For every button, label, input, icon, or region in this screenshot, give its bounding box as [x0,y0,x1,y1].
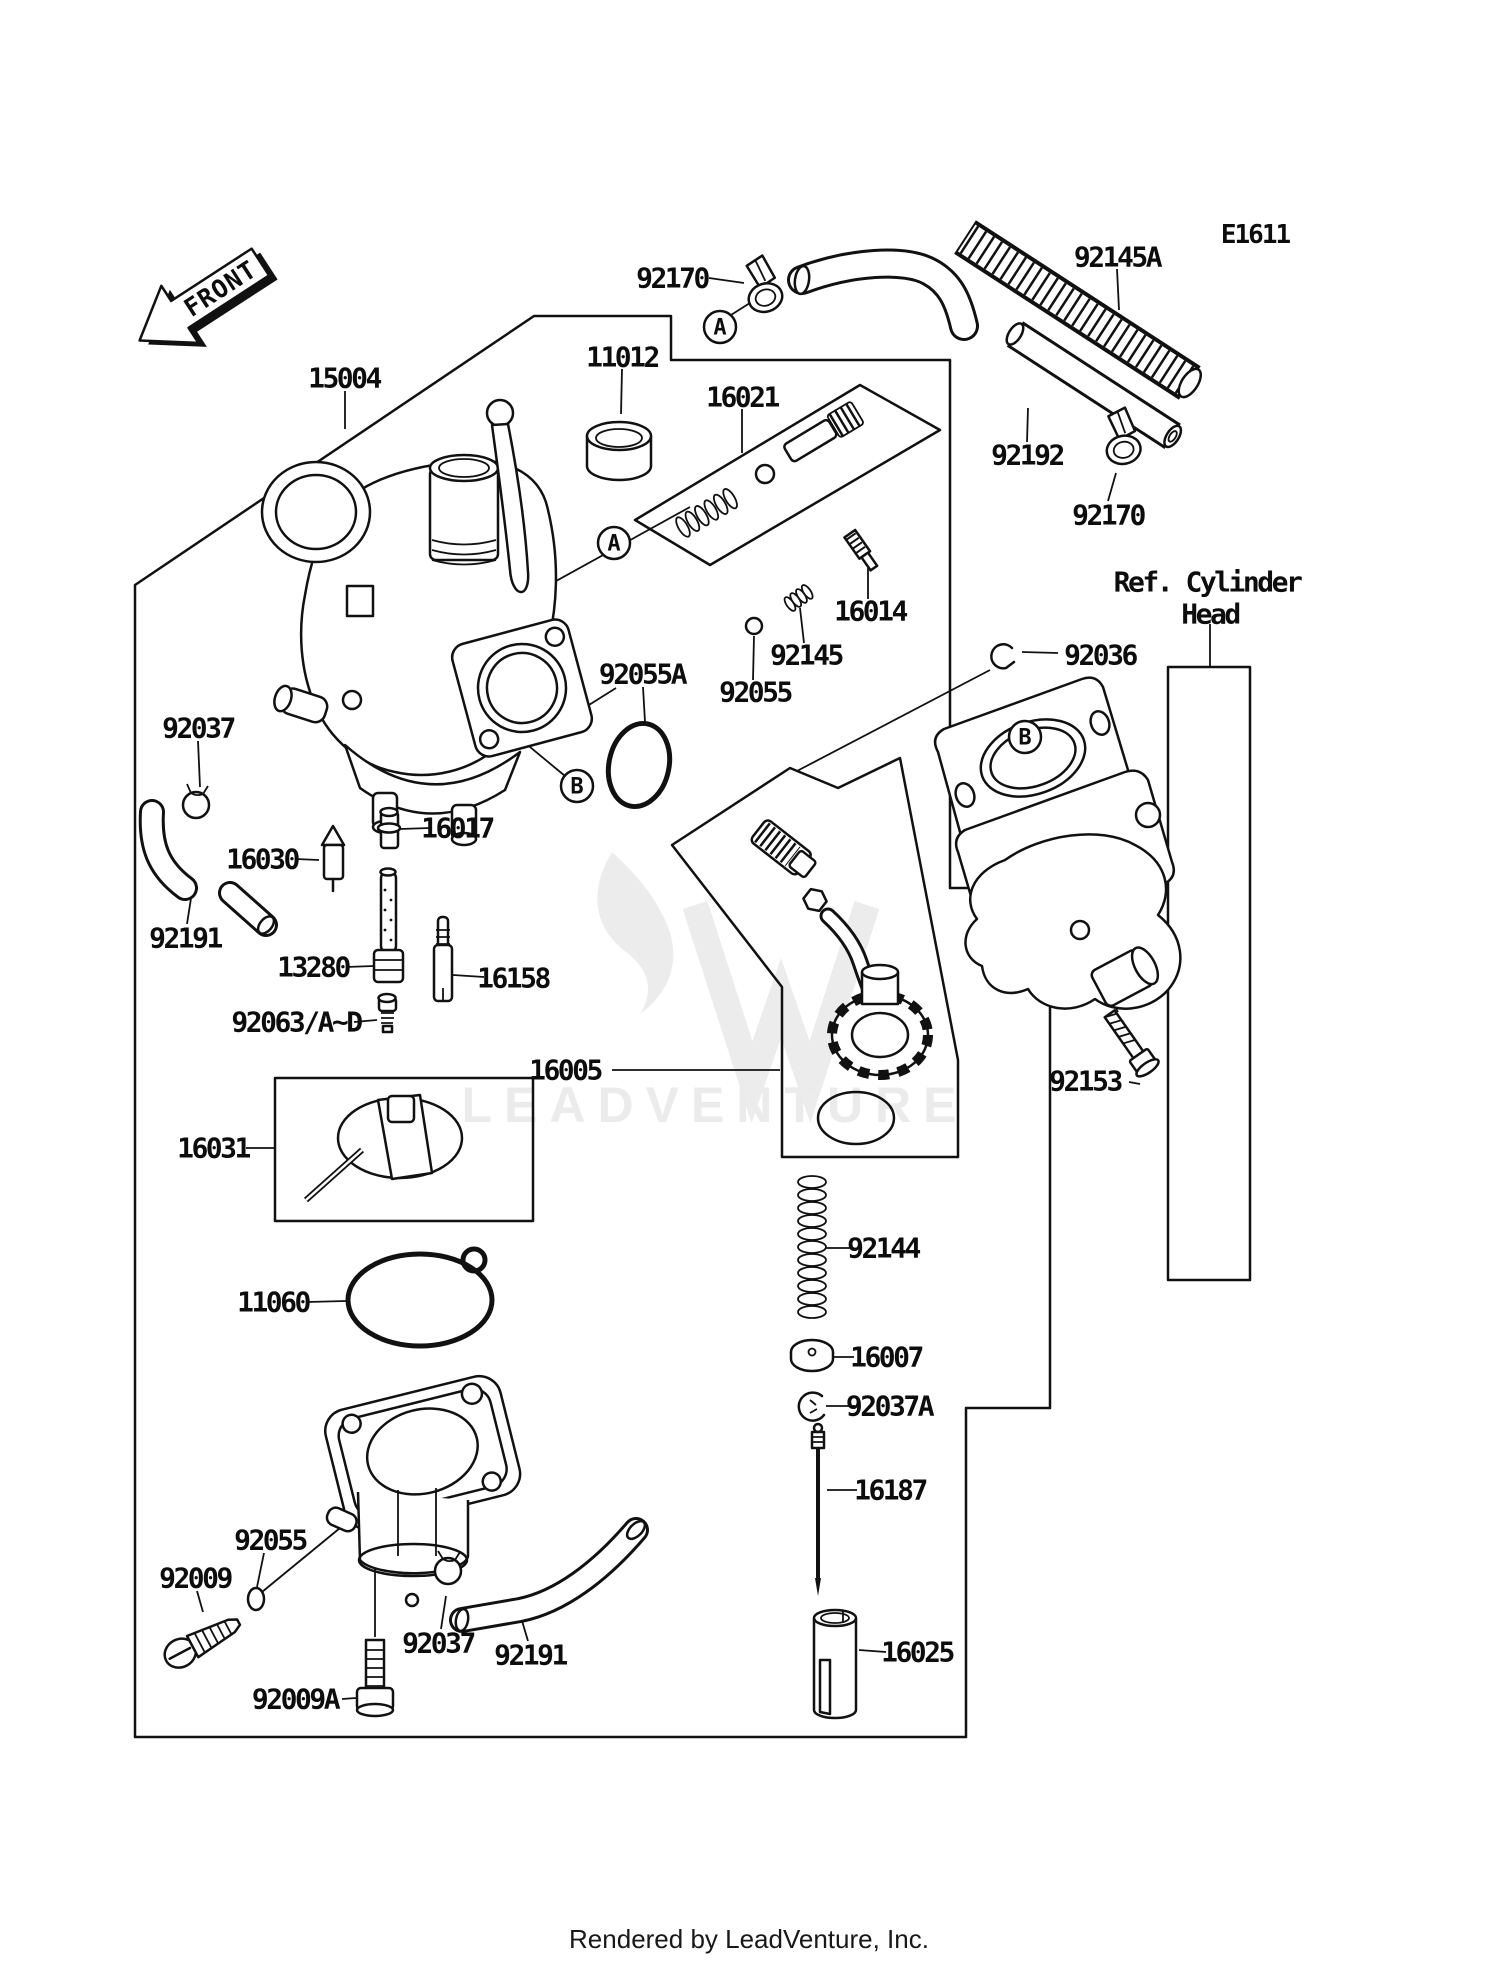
float-valve-drawing-16030 [320,824,346,893]
part-label-92009A: 92009A [252,1683,341,1716]
part-label-92192: 92192 [991,439,1063,472]
spring-seat-drawing-16007 [789,1338,835,1373]
connector-markers: A A B B [559,309,1043,804]
slide-sleeve-drawing-16025 [812,1608,858,1720]
drain-screw-drawing-92009 [163,1618,242,1669]
part-label-92009: 92009 [159,1562,232,1595]
fuel-tube-drawing-92192 [1005,321,1183,449]
corrugated-tube-drawing-92145A [954,220,1203,400]
wire-clamp-drawing-92037-bottom [433,1550,463,1586]
screw-drawing-92063 [377,992,398,1034]
ref-note-line1: Ref. Cylinder [1114,566,1302,599]
cable-cap-assy-box-16005 [670,756,960,1159]
part-label-92170: 92170 [636,262,709,295]
float-bowl-drawing [324,1374,522,1608]
svg-text:B: B [1018,726,1031,751]
part-label-92145: 92145 [770,639,842,672]
part-label-92036: 92036 [1064,639,1137,672]
vent-hose-drawing-92191-bottom [449,1517,649,1633]
throttle-stop-parts-drawing-16021 [675,401,864,538]
part-label-92144: 92144 [847,1232,920,1265]
part-label-92037A: 92037A [846,1390,935,1423]
front-direction-arrow: FRONT [138,247,278,347]
ref-note-line2: Head [1181,598,1239,631]
part-label-16021: 16021 [706,381,779,414]
cable-adjuster-cap-drawing-16005 [750,819,933,1146]
o-ring-drawing-92055-small [744,616,764,636]
collar-ring-drawing-11012 [585,420,653,482]
connector-marker-B: B [1007,719,1043,755]
connector-marker-B: B [559,768,595,804]
part-label-16014: 16014 [834,595,907,628]
part-label-16025: 16025 [881,1636,953,1669]
spring-drawing-92145 [783,584,814,612]
float-assy-drawing-16031 [304,1093,464,1203]
bowl-bolt-drawing-92009A [355,1638,395,1718]
connector-marker-A: A [702,309,738,345]
flame-watermark-icon [597,852,674,1014]
bowl-gasket-drawing-11060 [345,1246,495,1349]
part-label-92055A: 92055A [599,658,688,691]
part-label-92055: 92055 [234,1524,306,1557]
part-label-92145A: 92145A [1074,241,1163,274]
part-label-16158: 16158 [477,962,550,995]
carburetor-body-drawing [260,398,594,847]
part-number-labels: 9217092145A92192921701500411012160211601… [149,241,1165,1716]
clip-drawing-92036 [990,643,1016,670]
part-label-92037: 92037 [402,1627,474,1660]
part-label-92170: 92170 [1072,499,1145,532]
part-label-16017: 16017 [421,812,493,845]
e-clip-drawing-92037A [797,1391,826,1422]
part-label-11012: 11012 [586,341,658,374]
jet-needle-drawing-16187 [810,1422,826,1596]
svg-text:B: B [570,775,583,800]
part-label-16007: 16007 [850,1341,922,1374]
pilot-screw-drawing-16014 [843,528,879,572]
slide-spring-drawing-92144 [797,1175,827,1319]
vent-hose-drawing-top [787,248,979,341]
diagram-code: E1611 [1221,220,1291,250]
part-label-16187: 16187 [854,1474,926,1507]
flange-bolt-drawing-92153 [1103,1009,1160,1078]
part-label-92191: 92191 [149,922,222,955]
part-label-11060: 11060 [237,1286,310,1319]
o-ring-drawing-92055A [605,720,673,810]
ref-cylinder-head-box [1166,665,1252,1282]
part-label-15004: 15004 [308,362,381,395]
connector-marker-A: A [596,525,632,561]
part-label-16005: 16005 [529,1054,601,1087]
throttle-stop-assy-box-16021 [633,383,942,567]
hose-clamp-drawing-92170-top [745,254,784,314]
part-label-92191: 92191 [494,1639,567,1672]
svg-text:A: A [607,532,620,557]
float-assy-box-16031 [273,1076,535,1223]
needle-jet-drawing-13280 [372,867,405,984]
pilot-jet-drawing-16158 [432,915,454,1003]
part-label-16030: 16030 [226,843,299,876]
part-label-16031: 16031 [177,1132,250,1165]
part-label-92055: 92055 [719,676,791,709]
intake-manifold-drawing [933,676,1182,1010]
part-label-92153: 92153 [1049,1065,1122,1098]
part-label-13280: 13280 [277,951,350,984]
part-label-92037: 92037 [162,712,234,745]
watermark-text: LEADVENTURE [461,1077,968,1133]
vent-hose-drawing-92191-left [138,799,278,937]
svg-text:A: A [713,316,726,341]
part-label-92063/A~D: 92063/A~D [231,1006,362,1039]
o-ring-drawing-92055-bottom [246,1586,266,1612]
wire-clamp-drawing-92037-left [181,783,211,820]
main-jet-drawing-16017 [376,806,402,850]
footer-credit: Rendered by LeadVenture, Inc. [569,1924,929,1954]
hose-clamp-drawing-92170-right [1105,406,1142,466]
